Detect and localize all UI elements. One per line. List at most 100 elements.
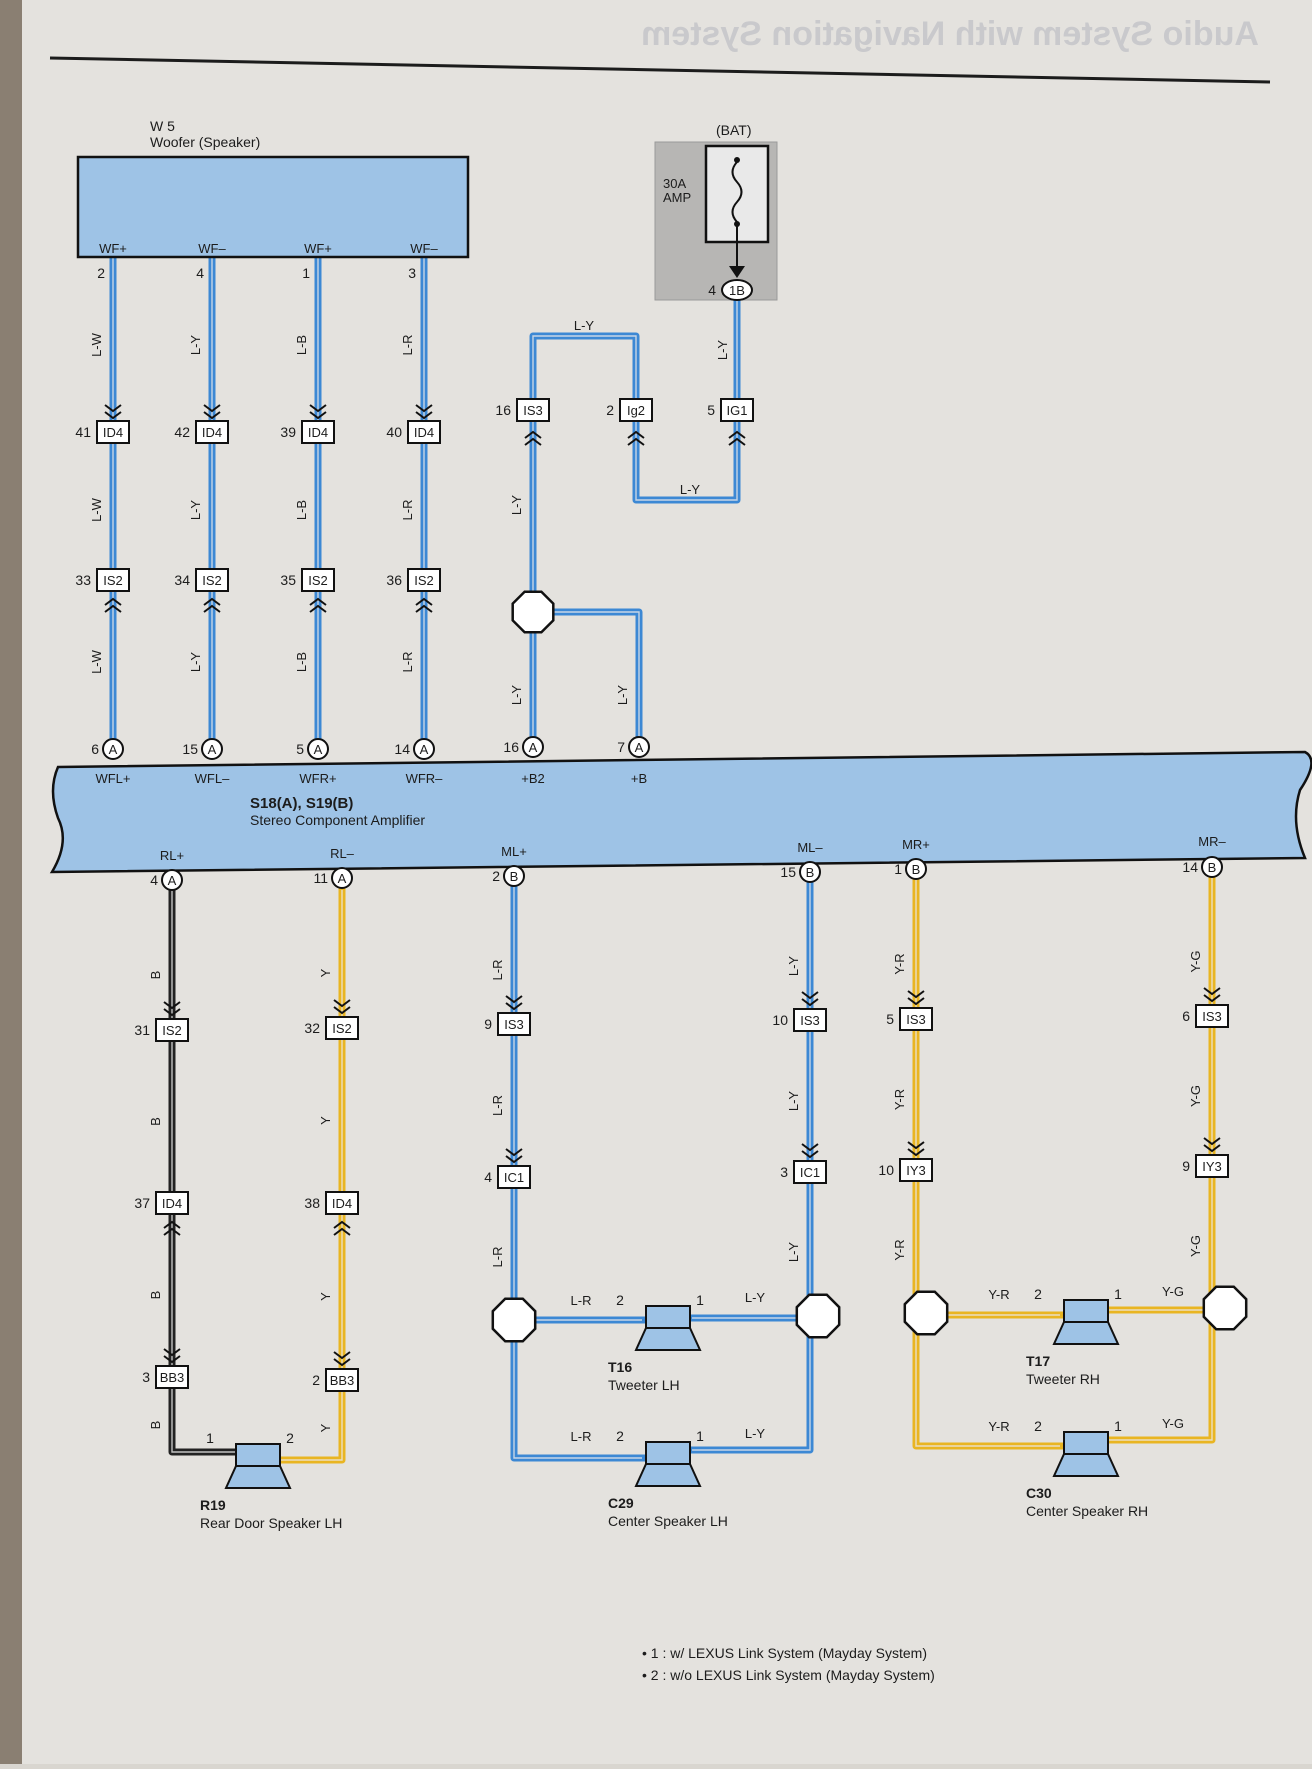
- woofer-terminal-3: WF–: [410, 241, 438, 256]
- power-conn-ig2-box: [619, 398, 653, 422]
- woofer-conn-b-1-box: [195, 568, 229, 592]
- woofer-wire-chevron-a-0: [104, 411, 122, 420]
- amp-bottom-terminal-3: ML–: [797, 840, 823, 855]
- woofer-code: W 5: [150, 118, 175, 134]
- power-chevron-is3: [524, 437, 542, 446]
- speaker-1-cone: [634, 1327, 702, 1351]
- lower-chevron-b-4: [907, 1148, 925, 1157]
- woofer-conn-b-2-id: IS2: [308, 573, 328, 588]
- lower-wire-code-c-5: Y-G: [1188, 1235, 1203, 1257]
- lower-chevron-b-3: [801, 1150, 819, 1159]
- woofer-wire-code-c-3: L-R: [400, 652, 415, 673]
- components-layer: WF+WF–WF+WF–WFL+WFL–WFR+WFR–+B2+BRL+RL–M…: [49, 141, 1312, 1531]
- amp-top-pin-5-conn: A: [635, 740, 644, 755]
- fuse-node-bottom: [734, 221, 740, 227]
- amp-top-pin-0-circle: [102, 738, 124, 760]
- lower-chevron-c-1: [333, 1358, 351, 1367]
- lower-wire-code-b-1: Y: [318, 1116, 333, 1125]
- woofer-wire-chevron-b-2: [309, 604, 327, 613]
- book-binding: [0, 0, 22, 1764]
- amp-bottom-pin-3-pin: 15: [780, 864, 796, 880]
- woofer-conn-a-1-pin: 42: [174, 424, 190, 440]
- fuse-conn-pin: 4: [708, 282, 716, 298]
- mr-minus-center-wire-highlight: [1105, 1310, 1213, 1441]
- fuse-name-label: AMP: [663, 190, 691, 205]
- speaker-name-1: Tweeter LH: [608, 1377, 680, 1393]
- rl-plus-wire-highlight: [171, 890, 238, 1453]
- speaker-wire-left-4: Y-R: [988, 1419, 1009, 1434]
- lower-chevron-a-5: [1203, 994, 1221, 1003]
- lower-conn-b-4-id: IY3: [906, 1163, 926, 1178]
- woofer-conn-a-1-box: [195, 420, 229, 444]
- lower-chevron-b-0: [163, 1220, 181, 1229]
- lower-conn-b-4-box: [899, 1158, 933, 1182]
- footnote-2: • 2 : w/o LEXUS Link System (Mayday Syst…: [642, 1667, 935, 1683]
- lower-chevron-a-4: [907, 997, 925, 1006]
- amp-top-pin-3-conn: A: [420, 742, 429, 757]
- speaker-2-cone: [634, 1463, 702, 1487]
- amp-top-pin-3-pin: 14: [394, 741, 410, 757]
- ml-plus-splice: [491, 1297, 537, 1343]
- power-wire-code-left: L-Y: [509, 495, 524, 516]
- woofer-wire-code-c-2: L-B: [294, 652, 309, 672]
- amp-bottom-pin-5-circle: [1201, 856, 1223, 878]
- speaker-0-magnet: [235, 1443, 281, 1467]
- lower-wire-code-b-4: Y-R: [892, 1089, 907, 1110]
- woofer-conn-a-1-id: ID4: [202, 425, 222, 440]
- lower-conn-a-2-box: [497, 1012, 531, 1036]
- woofer-conn-b-1-id: IS2: [202, 573, 222, 588]
- lower-chevron-b-4: [907, 1141, 925, 1150]
- speaker-3-magnet: [1063, 1299, 1109, 1323]
- amp-bottom-terminal-1: RL–: [330, 846, 355, 861]
- battery-label: (BAT): [716, 122, 752, 138]
- lower-chevron-c-0: [163, 1348, 181, 1357]
- lower-conn-b-5-box: [1195, 1154, 1229, 1178]
- amp-top-terminal-0: WFL+: [95, 771, 130, 786]
- woofer-conn-a-3-id: ID4: [414, 425, 434, 440]
- woofer-terminal-2: WF+: [304, 241, 332, 256]
- speaker-4-cone: [1052, 1453, 1120, 1477]
- woofer-pin-3: 3: [408, 265, 416, 281]
- power-conn-is3-box: [516, 398, 550, 422]
- fuse-node-top: [734, 157, 740, 163]
- lower-conn-a-0-box: [155, 1018, 189, 1042]
- amp-top-pin-2-pin: 5: [296, 741, 304, 757]
- woofer-pin-1: 4: [196, 265, 204, 281]
- lower-wire-code-c-2: L-R: [490, 1247, 505, 1268]
- lower-chevron-a-3: [801, 998, 819, 1007]
- power-conn-ig1-box: [720, 398, 754, 422]
- woofer-wire-chevron-a-2: [309, 411, 327, 420]
- speaker-name-3: Tweeter RH: [1026, 1371, 1100, 1387]
- amp-top-pin-4-pin: 16: [503, 739, 519, 755]
- amp-bottom-pin-4-circle: [905, 858, 927, 880]
- lower-wire-code-a-2: L-R: [490, 960, 505, 981]
- woofer-conn-b-0-box: [96, 568, 130, 592]
- woofer-conn-b-2-box: [301, 568, 335, 592]
- amp-top-pin-1-conn: A: [208, 742, 217, 757]
- amp-bottom-terminal-5: MR–: [1198, 834, 1226, 849]
- amp-top-pin-5-circle: [628, 736, 650, 758]
- lower-wire-code-c-1: Y: [318, 1292, 333, 1301]
- woofer-wire-code-b-3: L-R: [400, 500, 415, 521]
- speaker-pin-right-3: 1: [1114, 1286, 1122, 1302]
- woofer-wire-code-a-1: L-Y: [188, 335, 203, 356]
- lower-chevron-b-1: [333, 1220, 351, 1229]
- power-conn-ig1-id: IG1: [727, 403, 748, 418]
- lower-wire-code-b-3: L-Y: [786, 1091, 801, 1112]
- mr-plus-splice: [903, 1290, 949, 1336]
- lower-conn-c-1-id: BB3: [330, 1373, 355, 1388]
- power-splice: [511, 590, 555, 634]
- power-conn-ig2-pin: 2: [606, 402, 614, 418]
- amp-bottom-pin-2-pin: 2: [492, 868, 500, 884]
- amp-bottom-pin-3-circle: [799, 861, 821, 883]
- lower-chevron-b-0: [163, 1227, 181, 1236]
- lower-chevron-b-1: [333, 1227, 351, 1236]
- fuse-conn-circle: [721, 279, 753, 301]
- lower-chevron-b-5: [1203, 1137, 1221, 1146]
- lower-chevron-b-3: [801, 1143, 819, 1152]
- lower-wire-code-a-5: Y-G: [1188, 951, 1203, 973]
- woofer-conn-a-0-id: ID4: [103, 425, 123, 440]
- lower-conn-a-1-id: IS2: [332, 1021, 352, 1036]
- lower-conn-a-1-box: [325, 1016, 359, 1040]
